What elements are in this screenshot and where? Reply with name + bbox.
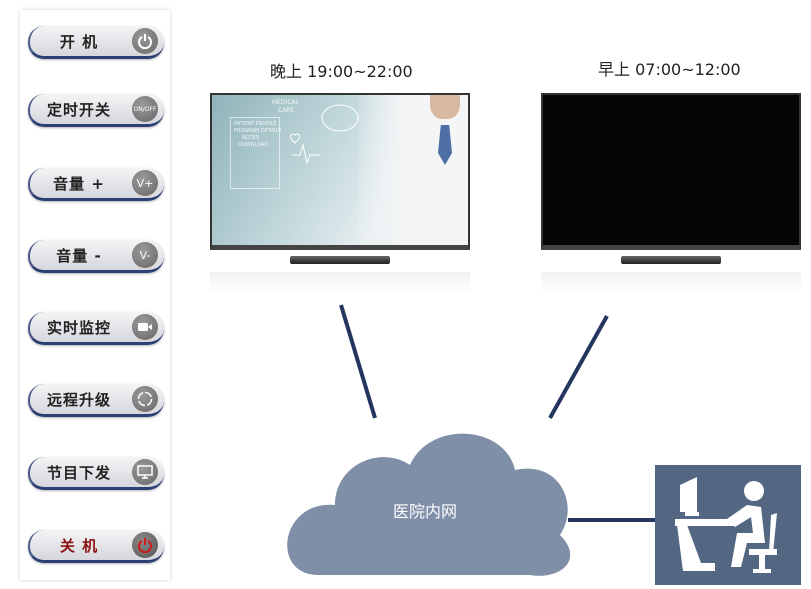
remote-upgrade-button[interactable]: 远程升级 [28,384,164,417]
live-monitor-label: 实时监控 [46,318,111,337]
power-icon [132,28,158,54]
tv-screen-medical-image: MEDICAL CARE PATIENT PROFILE PROGRAM DET… [210,93,470,250]
doctor-figure [358,95,468,245]
tv-stand [621,256,721,264]
onoff-icon: ON/OFF [132,96,158,122]
connection-line-left-tv [339,304,377,419]
tv-stand [290,256,390,264]
volume-down-icon: V- [132,242,158,268]
brain-heart-hud-icon [289,104,359,165]
operator-workstation-icon [655,465,801,585]
monitor-icon [132,459,158,485]
morning-schedule-title: 早上 07:00~12:00 [598,60,741,79]
hud-text: DOWNLOAD [238,142,269,148]
tv-screen-off [541,93,801,250]
volume-up-button[interactable]: 音量 + V+ [28,168,164,201]
refresh-icon [132,386,158,412]
tv-morning [541,93,801,294]
hud-text: PROGRAM DETAILS [234,128,282,134]
tv-reflection [210,272,470,294]
control-panel: 开 机 定时开关 ON/OFF 音量 + V+ 音量 - V- 实时监控 远程升… [20,10,170,580]
tv-evening: MEDICAL CARE PATIENT PROFILE PROGRAM DET… [210,93,470,294]
cloud-shape [287,433,571,576]
hud-text: CARE [278,107,295,114]
hud-text: NOTES [242,135,260,141]
hud-text: MEDICAL [272,99,299,106]
volume-up-label: 音量 + [53,174,105,193]
program-publish-label: 节目下发 [46,463,111,482]
volume-up-icon: V+ [132,170,158,196]
camera-icon [132,314,158,340]
tv-reflection [541,272,801,294]
timer-switch-button[interactable]: 定时开关 ON/OFF [28,94,164,127]
volume-down-button[interactable]: 音量 - V- [28,240,164,273]
power-on-label: 开 机 [59,32,99,51]
live-monitor-button[interactable]: 实时监控 [28,312,164,345]
evening-schedule-title: 晚上 19:00~22:00 [270,62,413,81]
program-publish-button[interactable]: 节目下发 [28,457,164,490]
power-on-button[interactable]: 开 机 [28,26,164,59]
connection-line-right-tv [548,315,609,419]
hud-text: PATIENT PROFILE [234,121,277,127]
power-off-button[interactable]: 关 机 [28,530,164,563]
volume-down-label: 音量 - [56,246,102,265]
timer-switch-label: 定时开关 [46,100,111,119]
power-icon [132,532,158,558]
power-off-label: 关 机 [59,536,99,555]
hud-panel [230,117,280,189]
remote-upgrade-label: 远程升级 [46,390,111,409]
hospital-intranet-label: 医院内网 [392,502,457,521]
